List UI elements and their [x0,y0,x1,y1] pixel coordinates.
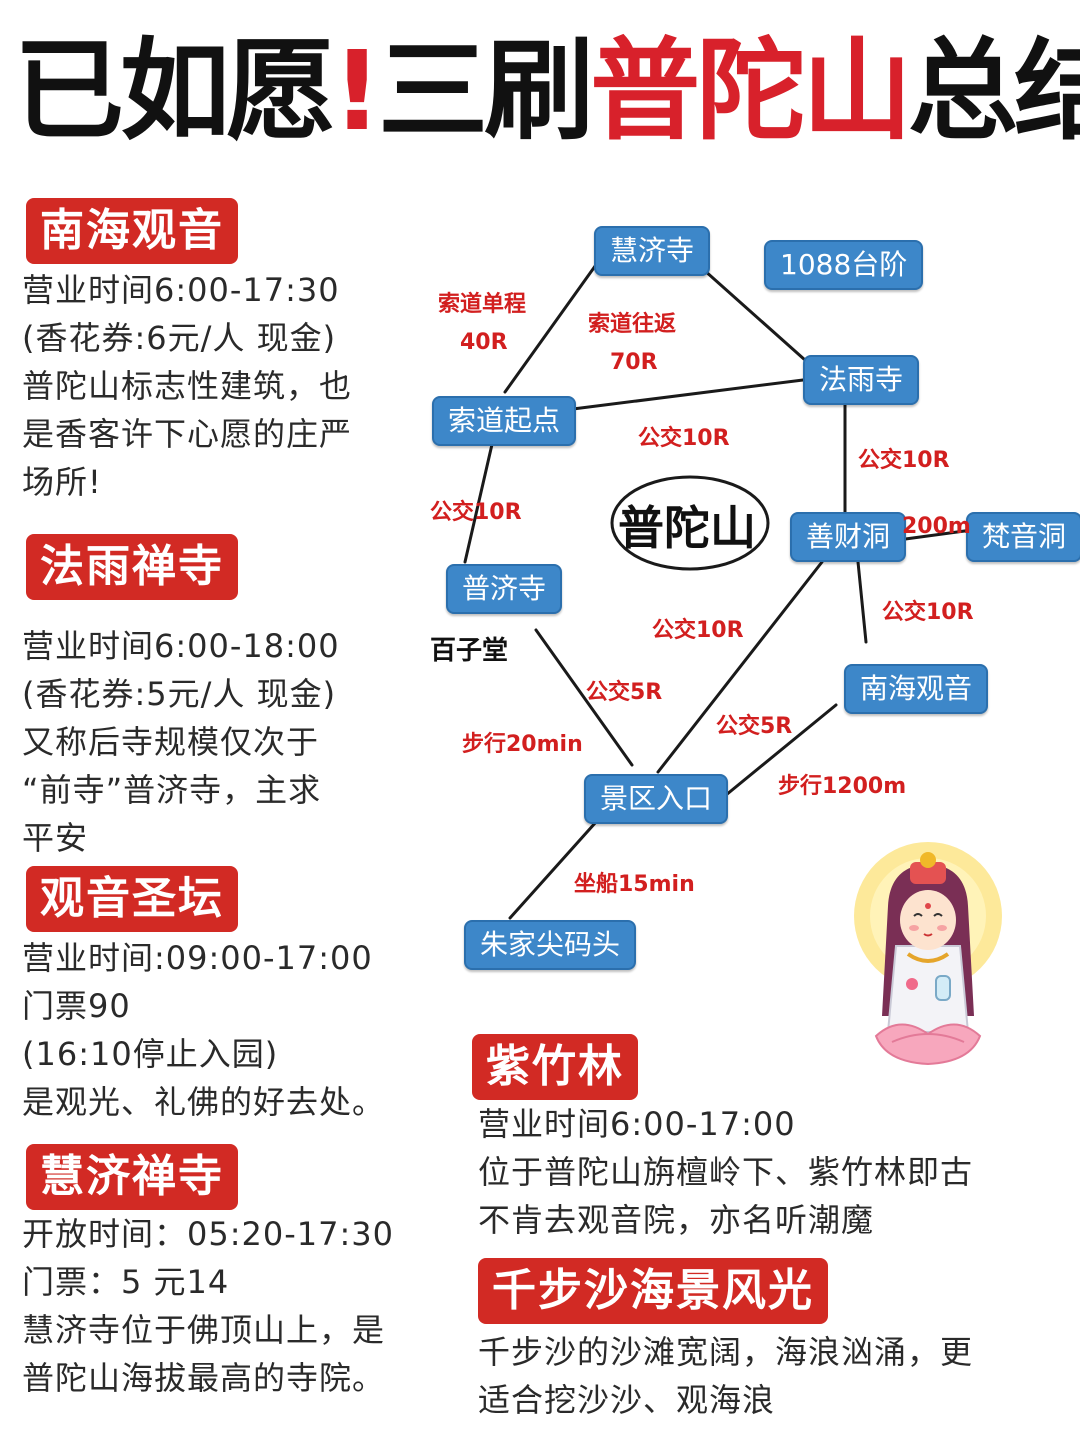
section-tag-huiji: 慧济禅寺 [26,1144,238,1210]
edge-label-bus-suodao-fayu: 公交10R [638,426,730,451]
edge-label-price-70: 70R [610,350,658,375]
section-tag-qianbusha: 千步沙海景风光 [478,1258,828,1324]
center-circle-mark [610,475,770,571]
node-suodao-start: 索道起点 [432,396,577,446]
section-text-huiji: 开放时间：05:20-17:30 门票：5 元14 慧济寺位于佛顶山上，是 普陀… [22,1215,394,1397]
node-shancaidong: 善财洞 [790,512,907,562]
line-entrance-zhujia [508,820,598,920]
label-baizitang: 百子堂 [430,636,509,666]
edge-label-walk-20min: 步行20min [462,732,583,757]
line-suodao-puji [463,438,495,564]
page-title: 已如愿!三刷普陀山总结 [14,26,1080,156]
section-tag-fayu: 法雨禅寺 [26,534,238,600]
edge-label-bus-suodao-puji: 公交10R [430,500,522,525]
section-tag-zizhulin: 紫竹林 [472,1034,638,1100]
node-pujisi: 普济寺 [446,564,563,614]
map-center-label: 普陀山 [618,501,756,555]
node-huijisi: 慧济寺 [594,226,711,276]
edge-label-bus-shancai-nanhai: 公交10R [882,600,974,625]
edge-label-bus-fayu-shancai: 公交10R [858,448,950,473]
guanyin-illustration [854,842,1002,1066]
section-text-qianbusha: 千步沙的沙滩宽阔，海浪汹涌，更 适合挖沙沙、观海浪 [478,1333,974,1419]
line-shancai-nanhai [856,560,868,644]
section-tag-guanyin: 观音圣坛 [26,866,238,932]
edge-label-boat-15min: 坐船15min [574,872,695,897]
edge-label-suodao-single: 索道单程 [438,292,527,317]
title-part2: 三刷 [378,27,594,155]
line-nanhai-entrance [724,703,838,797]
node-scenic-entrance: 景区入口 [584,774,729,824]
line-suodao-huiji [503,260,600,394]
line-shancai-fanyin [896,528,974,542]
line-suodao-fayu [563,378,805,412]
node-nanhai-guanyin: 南海观音 [844,664,989,714]
title-part3: 普陀山 [590,27,912,155]
title-part4: 总结 [908,27,1080,155]
line-shancai-entrance [656,560,824,774]
section-text-zizhulin: 营业时间6:00-17:00 位于普陀山旃檀岭下、紫竹林即古 不肯去观音院，亦名… [478,1105,974,1239]
node-zhujiajian-pier: 朱家尖码头 [464,920,637,970]
section-text-guanyin: 营业时间:09:00-17:00 门票90 (16:10停止入园) 是观光、礼佛… [22,939,386,1121]
node-1088-steps: 1088台阶 [764,240,924,290]
edge-label-suodao-return: 索道往返 [588,312,677,337]
edge-label-walk-1200m: 步行1200m [778,774,907,799]
node-fanyindong: 梵音洞 [966,512,1080,562]
section-text-nanhai: 营业时间6:00-17:30 (香花券:6元/人 现金) 普陀山标志性建筑，也 … [22,271,353,501]
section-text-fayu: 营业时间6:00-18:00 (香花券:5元/人 现金) 又称后寺规模仅次于 “… [22,627,340,857]
line-huiji-fayu [693,260,807,362]
title-part1: 已如愿 [14,27,336,155]
line-baizi-entrance [534,628,634,767]
edge-label-bus-baizi: 公交5R [586,680,663,705]
node-fayusi: 法雨寺 [803,355,920,405]
edge-label-price-40: 40R [460,330,508,355]
edge-label-bus-nanhai: 公交5R [716,714,793,739]
edge-label-bus-entrance-shancai: 公交10R [652,618,744,643]
edge-label-200m: 200m [902,514,971,539]
section-tag-nanhai: 南海观音 [26,198,238,264]
title-exclamation: ! [332,27,382,155]
